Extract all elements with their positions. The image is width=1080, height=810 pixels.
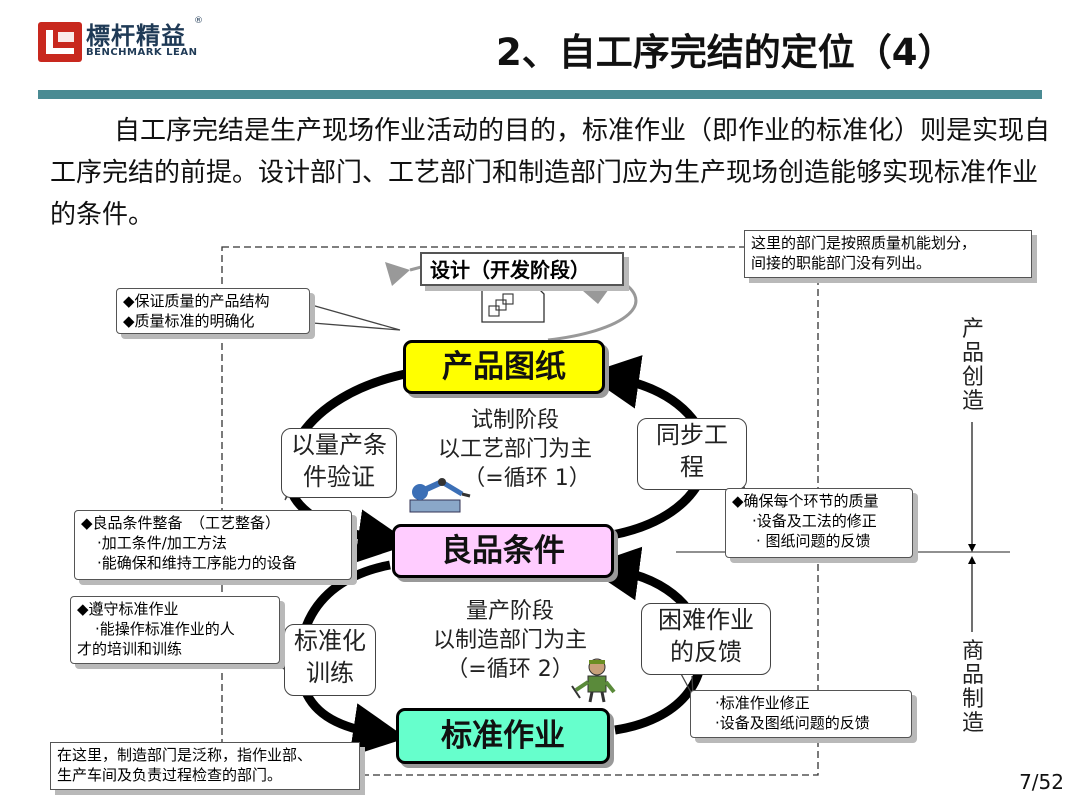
bubble-mass-verify: 以量产条 件验证 [281, 428, 397, 498]
design-loop-arrow-2 [575, 282, 614, 304]
note-good-conditions: ◆良品条件整备 （工艺整备） ·加工条件/加工方法 ·能确保和维持工序能力的设备 [74, 510, 352, 580]
note-design-quality: ◆保证质量的产品结构 ◆质量标准的明确化 [116, 288, 310, 334]
bubble-line: 以量产条 [291, 431, 387, 459]
note-line: ◆良品条件整备 （工艺整备） [81, 514, 281, 532]
trial-phase-line: 以工艺部门为主 [437, 437, 592, 462]
note-line: ·设备及工法的修正 [752, 512, 877, 530]
note-department-division: 这里的部门是按照质量机能划分， 间接的职能部门没有列出。 [744, 230, 1032, 278]
mass-phase-line: 量产阶段 [465, 599, 554, 624]
design-label-text: 设计（开发阶段） [430, 258, 590, 282]
note-line: ◆保证质量的产品结构 [123, 292, 270, 310]
bubble-difficulty-feedback: 困难作业 的反馈 [641, 603, 771, 675]
note-line: ◆确保每个环节的质量 [732, 492, 879, 510]
registered-mark: ® [194, 16, 203, 26]
note-line: 才的培训和训练 [77, 640, 183, 658]
page-title: 2、自工序完结的定位（4） [496, 31, 955, 74]
note-line: 这里的部门是按照质量机能划分， [751, 234, 977, 252]
note-standard-correction: ·标准作业修正 ·设备及图纸问题的反馈 [690, 690, 912, 738]
side-label-goods-manufacturing: 商品制造 [961, 639, 984, 736]
worker-icon [571, 658, 616, 703]
note-line: 在这里，制造部门是泛称，指作业部、 [57, 746, 313, 764]
page-number: 7/52 [1019, 770, 1064, 794]
bubble-line: 训练 [306, 659, 354, 687]
bubble-standard-training: 标准化 训练 [284, 624, 376, 696]
logo-text-en: BENCHMARK LEAN [86, 47, 198, 58]
note-line: 生产车间及负责过程检查的部门。 [57, 766, 283, 784]
note-manufacturing-dept: 在这里，制造部门是泛称，指作业部、 生产车间及负责过程检查的部门。 [50, 742, 360, 790]
bubble-sync-process: 同步工 程 [637, 418, 747, 490]
note-line: ·标准作业修正 [715, 694, 810, 712]
trial-phase-line: 试制阶段 [470, 408, 559, 433]
trial-phase-line: （=循环 1） [463, 466, 591, 491]
design-label: 设计（开发阶段） [420, 252, 624, 286]
note-line: · 图纸问题的反馈 [756, 532, 871, 550]
note-line: ·设备及图纸问题的反馈 [715, 714, 870, 732]
box-good-conditions-label: 良品条件 [441, 533, 565, 569]
note-line: ◆质量标准的明确化 [123, 312, 255, 330]
bubble-line: 程 [680, 453, 704, 481]
intro-paragraph: 自工序完结是生产现场作业活动的目的，标准作业（即作业的标准化）则是实现自工序完结… [50, 110, 1050, 236]
intro-text: 自工序完结是生产现场作业活动的目的，标准作业（即作业的标准化）则是实现自工序完结… [50, 116, 1051, 230]
mass-phase-line: 以制造部门为主 [432, 628, 587, 653]
bubble-line: 标准化 [294, 627, 366, 655]
document-icon [481, 285, 545, 323]
box-standard-work: 标准作业 [396, 708, 610, 764]
box-product-drawing: 产品图纸 [403, 340, 605, 394]
bubble-line: 的反馈 [670, 638, 742, 666]
box-product-drawing-label: 产品图纸 [442, 349, 566, 385]
note-follow-standard: ◆遵守标准作业 ·能操作标准作业的人 才的培训和训练 [70, 596, 280, 664]
box-standard-work-label: 标准作业 [441, 718, 565, 754]
callout-pointer-design [299, 303, 401, 331]
title-rule [38, 90, 1042, 99]
note-process-quality: ◆确保每个环节的质量 ·设备及工法的修正 · 图纸问题的反馈 [725, 488, 913, 558]
mass-phase: 量产阶段 以制造部门为主 （=循环 2） [410, 597, 610, 684]
mass-phase-line: （=循环 2） [446, 657, 574, 682]
note-line: ·能确保和维持工序能力的设备 [97, 554, 297, 572]
note-line: ◆遵守标准作业 [77, 600, 179, 618]
bubble-line: 困难作业 [658, 606, 754, 634]
logo-mark [38, 22, 82, 62]
bubble-line: 同步工 [656, 421, 728, 449]
bubble-line: 件验证 [303, 463, 375, 491]
box-good-conditions: 良品条件 [392, 524, 614, 578]
design-loop-arrow-1 [385, 262, 410, 286]
note-line: 间接的职能部门没有列出。 [751, 254, 932, 272]
side-label-product-creation: 产品创造 [961, 317, 984, 414]
logo-text-cn: 標杆精益 [86, 22, 186, 50]
note-line: ·加工条件/加工方法 [97, 534, 227, 552]
note-line: ·能操作标准作业的人 [95, 620, 235, 638]
trial-phase: 试制阶段 以工艺部门为主 （=循环 1） [414, 406, 616, 493]
robot-arm-icon [409, 478, 471, 513]
